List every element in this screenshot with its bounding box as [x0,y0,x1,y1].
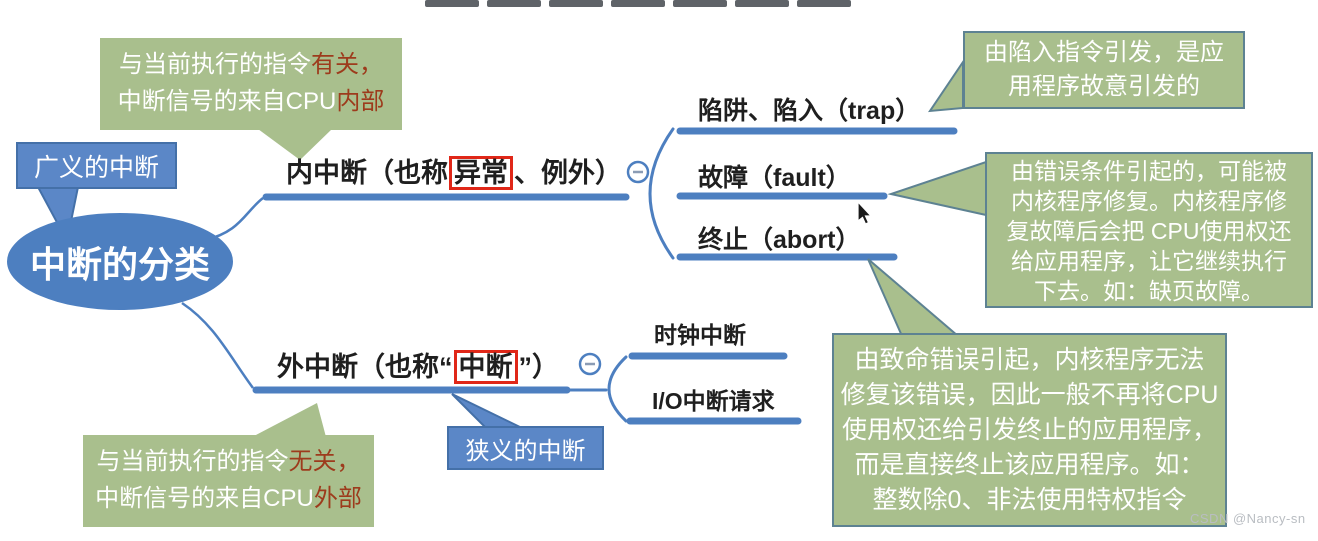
note-external-cause[interactable]: 与当前执行的指令无关， 中断信号的来自CPU外部 [83,435,374,527]
pointer-trap-note [927,58,964,113]
note-text: 中断信号的来自CPU [117,88,337,115]
root-node[interactable]: 中断的分类 [7,213,233,310]
mouse-cursor-icon [857,200,873,225]
highlight-box: 中断 [453,350,518,385]
bracket-internal [648,127,675,260]
note-abort[interactable]: 由致命错误引起，内核程序无法 修复该错误，因此一般不再将CPU 使用权还给引发终… [832,333,1227,527]
callout-guangyi[interactable]: 广义的中断 [16,142,177,189]
note-line: 整数除0、非法使用特权指令 [872,486,1187,514]
note-line: 用程序故意引发的 [1008,73,1200,100]
branch-text: 外中断（也称“ [277,352,453,382]
branch-lines [252,127,958,425]
note-fault[interactable]: 由错误条件引起的，可能被 内核程序修复。内核程序修 复故障后会把 CPU使用权还… [985,152,1313,308]
pointer-abort-note [867,258,961,337]
callout-guangyi-label: 广义的中断 [33,153,159,182]
branch-text: 、例外） [514,158,622,188]
note-text-accent: 内部 [336,88,385,115]
tab-fragment [487,0,541,7]
tab-fragment [673,0,727,7]
watermark: CSDN @Nancy-sn [1190,511,1306,526]
note-line: 中断信号的来自CPU外部 [83,480,374,517]
pointer-internal-note [258,129,332,160]
note-text: 与当前执行的指令 [96,448,289,475]
tab-fragment [611,0,665,7]
note-text-accent: 无关， [288,448,361,475]
collapse-button-internal[interactable] [626,160,650,184]
note-line: 与当前执行的指令有关， [100,46,402,83]
callout-xiayi-label: 狭义的中断 [465,437,586,465]
child-abort-label[interactable]: 终止（abort） [698,226,861,254]
branch-internal-label[interactable]: 内中断（也称异常、例外） [286,154,622,192]
note-line: 下去。如：缺页故障。 [1034,278,1264,304]
note-text: 与当前执行的指令 [119,51,311,78]
note-internal-cause[interactable]: 与当前执行的指令有关， 中断信号的来自CPU内部 [100,38,402,130]
tab-fragment [425,0,479,7]
note-text: 中断信号的来自CPU [95,485,314,512]
connector-root-external [181,301,255,389]
note-line: 由致命错误引起，内核程序无法 [854,346,1205,374]
pointer-xiayi [451,393,523,429]
collapse-button-external[interactable] [578,352,602,376]
note-pointers [252,58,987,437]
child-fault-label[interactable]: 故障（fault） [698,164,851,192]
pointer-external-note [252,403,326,437]
note-line: 中断信号的来自CPU内部 [100,83,402,120]
note-line: 由陷入指令引发，是应 [984,39,1224,66]
branch-text: ”） [518,352,560,382]
note-line: 由错误条件引起的，可能被 [1011,158,1287,184]
note-text-accent: 外部 [313,485,362,512]
pointer-fault-note [887,160,987,217]
tab-fragment [735,0,789,7]
note-line: 给应用程序，让它继续执行 [1011,248,1287,274]
top-tab-strip [425,0,851,7]
note-trap[interactable]: 由陷入指令引发，是应 用程序故意引发的 [963,31,1245,109]
bracket-external [607,355,628,423]
child-io-label[interactable]: I/O中断请求 [652,388,775,414]
root-node-label: 中断的分类 [29,243,210,285]
highlight-box: 异常 [449,156,513,191]
note-line: 使用权还给引发终止的应用程序， [841,416,1217,444]
child-trap-label[interactable]: 陷阱、陷入（trap） [698,97,921,125]
child-clock-label[interactable]: 时钟中断 [654,322,746,348]
note-line: 与当前执行的指令无关， [83,443,374,480]
tab-fragment [797,0,851,7]
note-line: 复故障后会把 CPU使用权还 [1006,218,1292,244]
tab-fragment [549,0,603,7]
note-line: 内核程序修复。内核程序修 [1011,188,1287,214]
branch-external-label[interactable]: 外中断（也称“中断”） [277,348,559,386]
callout-xiayi[interactable]: 狭义的中断 [447,426,604,470]
branch-text: 内中断（也称 [286,158,448,188]
note-text-accent: 有关， [311,51,383,78]
note-line: 而是直接终止该应用程序。如： [854,451,1205,479]
note-line: 修复该错误，因此一般不再将CPU [840,381,1219,409]
